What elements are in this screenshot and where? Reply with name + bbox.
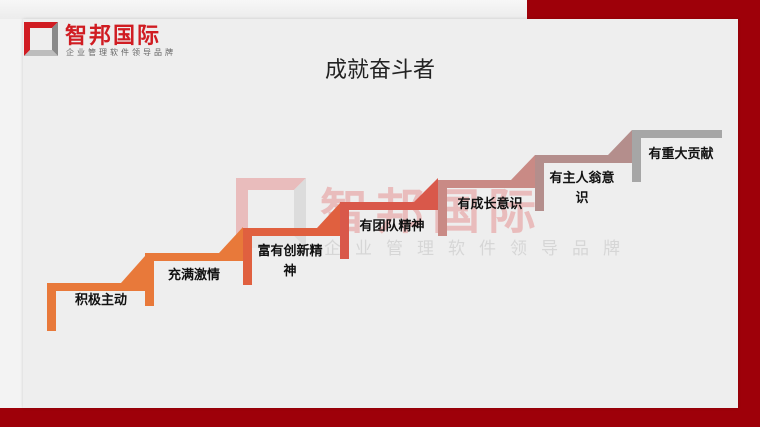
frame-bottom-red: [0, 408, 760, 427]
step-arrow-icon: [414, 178, 438, 202]
step-arrow-icon: [511, 155, 535, 180]
step-label: 积极主动: [74, 293, 127, 308]
step-tread: [632, 130, 722, 138]
top-strip: [0, 0, 527, 19]
watermark-tagline: 企业管理软件领导品牌: [324, 239, 634, 259]
step-riser: [438, 180, 447, 236]
slide-canvas: [23, 19, 738, 408]
brand-name: 智邦国际: [65, 24, 162, 49]
step-arrow-icon: [121, 256, 145, 283]
step-arrow-icon: [219, 227, 243, 253]
step-label: 有重大贡献: [648, 147, 714, 162]
step-label: 富有创新精神: [257, 244, 323, 279]
step-riser: [535, 155, 544, 211]
step-arrow-icon: [608, 130, 632, 155]
step-riser: [145, 253, 154, 306]
step-tread: [47, 283, 145, 291]
step-tread: [340, 202, 438, 210]
step-label: 充满激情: [167, 268, 220, 283]
step-arrow-icon: [317, 202, 341, 228]
step-label: 有团队精神: [359, 219, 425, 234]
step-tread: [243, 228, 341, 236]
frame-top-red: [527, 0, 760, 19]
step-riser: [340, 202, 349, 259]
step-tread: [145, 253, 243, 261]
step-riser: [632, 130, 641, 182]
step-riser: [47, 283, 56, 331]
step-riser: [243, 228, 252, 285]
page-title: 成就奋斗者: [324, 58, 435, 83]
step-label: 有主人翁意识: [549, 171, 615, 206]
step-tread: [535, 155, 632, 163]
logo-mark-icon: [24, 22, 58, 56]
step-tread: [438, 180, 535, 188]
brand-tagline: 企业管理软件领导品牌: [66, 48, 176, 57]
frame-right-red: [738, 0, 760, 427]
step-label: 有成长意识: [457, 197, 523, 212]
